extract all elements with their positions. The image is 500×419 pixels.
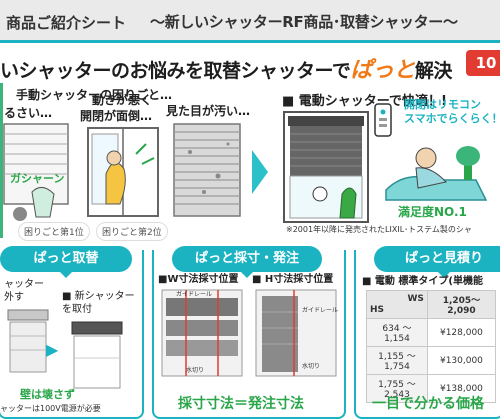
problem-item-2-line2: 開閉が面倒… bbox=[80, 109, 153, 123]
solution-title: ■ 電動シャッターで快適！! bbox=[282, 94, 447, 109]
section1-old-label: ャッター 外す bbox=[4, 278, 44, 304]
h-dimension-diagram: ガイドレール 水切り bbox=[255, 289, 338, 377]
h-water-cut-text: 水切り bbox=[302, 362, 320, 370]
old-shutter-illustration bbox=[7, 309, 49, 373]
stuck-shutter-illustration bbox=[87, 127, 159, 217]
dirty-shutter-illustration bbox=[173, 123, 241, 217]
header-left-title: 商品ご紹介シート bbox=[6, 14, 127, 32]
headline-emphasis: ぱっと bbox=[350, 58, 415, 83]
w-guide-rail-text: ガイドレール bbox=[176, 290, 212, 298]
header-band: 商品ご紹介シート ～新しいシャッターRF商品･取替シャッター～ bbox=[0, 0, 500, 43]
row-price: ¥130,000 bbox=[426, 346, 497, 375]
table-row: 634 ～ 1,154 ¥128,000 bbox=[366, 318, 497, 347]
headline-badge: 10 bbox=[466, 50, 500, 76]
price-table: WS HS 1,205～ 2,090 634 ～ 1,154 ¥128,000 … bbox=[366, 290, 497, 403]
section1-power-note: ャッターは100V電源が必要 bbox=[0, 404, 101, 413]
h-guide-rail-text: ガイドレール bbox=[302, 306, 338, 314]
rank-badge-1: 困りごと第1位 bbox=[18, 222, 90, 241]
w-dimension-label: ■W寸法採寸位置 bbox=[158, 274, 239, 285]
noisy-shutter-illustration: ガシャーン bbox=[3, 123, 69, 221]
left-divider bbox=[0, 83, 3, 238]
problem-item-2-line1: 動きが悪く bbox=[92, 93, 153, 107]
new-shutter-illustration bbox=[71, 321, 123, 389]
replace-arrow-icon: ▶ bbox=[46, 340, 59, 359]
transition-arrow-icon bbox=[252, 150, 268, 194]
sound-effect-text: ガシャーン bbox=[10, 171, 64, 185]
w-water-cut-text: 水切り bbox=[186, 366, 204, 374]
headline-suffix: 解決 bbox=[414, 60, 453, 82]
solution-footnote: ※2001年以降に発売されたLIXIL･トステム製のシャ bbox=[286, 225, 472, 234]
section1-new-label: ■ 新シャッター を取付 bbox=[62, 290, 135, 316]
remote-bubble: 開閉はリモコン スマホでらくらく！ bbox=[404, 98, 500, 126]
row-range: 634 ～ 1,154 bbox=[366, 318, 428, 347]
w-dimension-diagram: ガイドレール 水切り bbox=[161, 289, 243, 377]
header-main-title: ～新しいシャッターRF商品･取替シャッター～ bbox=[150, 13, 458, 31]
remote-control-icon bbox=[374, 103, 392, 137]
price-table-hs: HS bbox=[370, 304, 385, 315]
row-range: 1,755 ～ 2,543 bbox=[366, 374, 428, 403]
electric-shutter-window-illustration bbox=[283, 111, 369, 223]
section2-tab: ぱっと採寸・発注 bbox=[172, 246, 322, 278]
section3-bottom: 一目で分かる価格 bbox=[372, 396, 484, 412]
section3-tab: ぱっと見積り bbox=[374, 246, 500, 278]
section3-subtitle: ■ 電動 標準タイプ(単機能 bbox=[362, 276, 483, 287]
section1-new-label-line1: ■ 新シャッター bbox=[62, 291, 135, 302]
section3-panel bbox=[354, 250, 500, 419]
table-row: 1,755 ～ 2,543 ¥138,000 bbox=[366, 374, 497, 403]
headline: いシャッターのお悩みを取替シャッターでぱっと解決 bbox=[0, 52, 453, 83]
section1-new-label-line2: を取付 bbox=[62, 304, 92, 315]
section2-panel bbox=[152, 250, 346, 419]
price-table-col-range: 1,205～ 2,090 bbox=[426, 290, 497, 319]
section1-old-label-line1: ャッター bbox=[4, 279, 44, 290]
price-table-ws: WS bbox=[407, 293, 424, 304]
section1-wall-note: 壁は壊さず bbox=[20, 388, 75, 401]
section1-panel bbox=[0, 250, 144, 419]
remote-bubble-line1: 開閉はリモコン bbox=[404, 98, 481, 111]
headline-prefix: いシャッターのお悩みを取替シャッターで bbox=[0, 60, 351, 82]
problem-item-3: 見た目が汚い… bbox=[166, 104, 251, 118]
h-dimension-label: ■ H寸法採寸位置 bbox=[252, 274, 334, 285]
satisfaction-label: 満足度NO.1 bbox=[398, 205, 467, 219]
remote-bubble-line2: スマホでらくらく！ bbox=[404, 112, 500, 125]
section1-tab: ぱっと取替 bbox=[0, 246, 132, 278]
section1-old-label-line2: 外す bbox=[4, 292, 24, 303]
row-price: ¥128,000 bbox=[426, 318, 497, 347]
relaxing-person-illustration bbox=[385, 146, 488, 201]
table-row: 1,155 ～ 1,754 ¥130,000 bbox=[366, 346, 497, 375]
row-price: ¥138,000 bbox=[426, 374, 497, 403]
problems-title: 手動シャッターの困りごと… bbox=[16, 88, 173, 102]
price-table-corner: WS HS bbox=[366, 290, 428, 319]
rank-badge-2: 困りごと第2位 bbox=[96, 222, 168, 241]
section2-result: 採寸寸法＝発注寸法 bbox=[178, 396, 304, 412]
row-range: 1,155 ～ 1,754 bbox=[366, 346, 428, 375]
problem-item-1: るさい… bbox=[4, 106, 53, 120]
